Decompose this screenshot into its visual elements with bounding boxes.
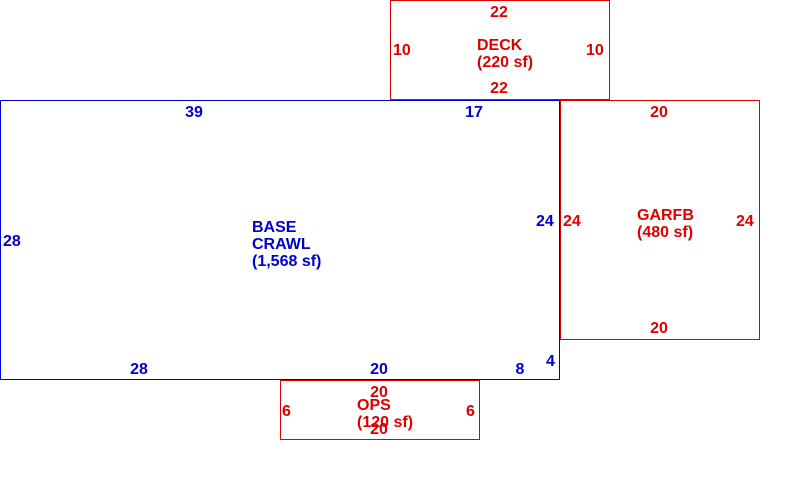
- base-name-line2: CRAWL: [252, 236, 311, 253]
- garfb-dim-top: 20: [650, 104, 668, 121]
- ops-dim-top: 20: [370, 384, 388, 401]
- garfb-dim-bottom: 20: [650, 320, 668, 337]
- deck-area: (220 sf): [477, 54, 533, 71]
- base-outline: [0, 100, 560, 380]
- base-dim-left: 28: [3, 233, 21, 250]
- garfb-name: GARFB: [637, 207, 694, 224]
- ops-dim-bottom: 20: [370, 421, 388, 438]
- deck-name: DECK: [477, 37, 523, 54]
- base-dim-bottom-right: 8: [516, 361, 525, 378]
- base-dim-top-right: 17: [465, 104, 483, 121]
- deck-outline: [390, 0, 610, 100]
- garfb-area: (480 sf): [637, 224, 693, 241]
- deck-dim-bottom: 22: [490, 80, 508, 97]
- garfb-dim-right: 24: [736, 213, 754, 230]
- deck-dim-right: 10: [586, 42, 604, 59]
- base-area: (1,568 sf): [252, 253, 321, 270]
- ops-name: OPS: [357, 397, 391, 414]
- base-dim-corner-step: 4: [546, 353, 555, 370]
- deck-dim-top: 22: [490, 4, 508, 21]
- garfb-outline: [560, 100, 760, 340]
- base-name-line1: BASE: [252, 219, 297, 236]
- base-dim-bottom-mid: 20: [370, 361, 388, 378]
- ops-outline: [280, 380, 480, 440]
- base-dim-right: 24: [536, 213, 554, 230]
- deck-dim-left: 10: [393, 42, 411, 59]
- base-dim-top-left: 39: [185, 104, 203, 121]
- ops-area: (120 sf): [357, 414, 413, 431]
- ops-dim-left: 6: [282, 403, 291, 420]
- base-dim-bottom-left: 28: [130, 361, 148, 378]
- garfb-dim-left: 24: [563, 213, 581, 230]
- ops-dim-right: 6: [466, 403, 475, 420]
